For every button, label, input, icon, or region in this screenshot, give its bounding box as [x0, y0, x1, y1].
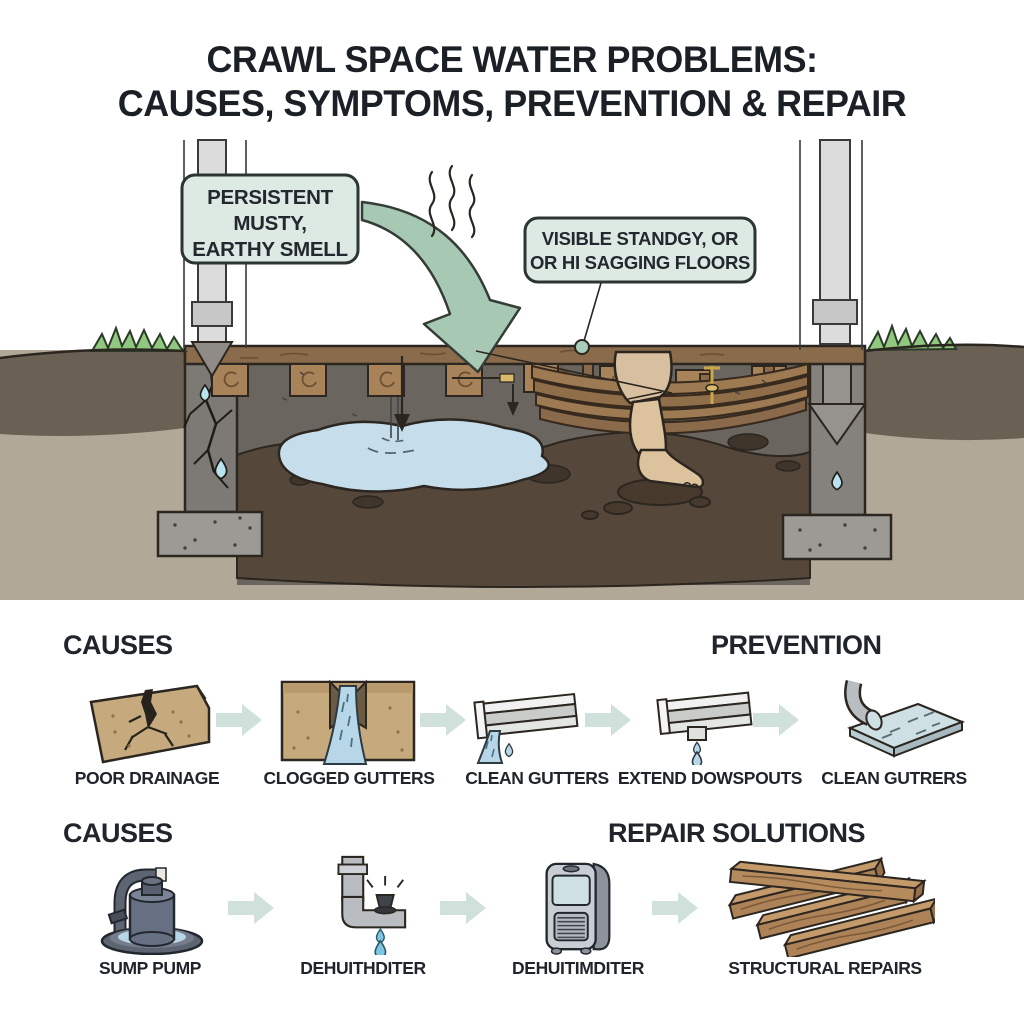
leader-line	[475, 282, 673, 394]
footing-left	[156, 510, 264, 558]
water-drop-icon	[831, 470, 843, 491]
downspout-splash-block-icon	[844, 679, 965, 758]
callout-smell-line2: MUSTY,	[233, 212, 306, 235]
footing-right	[781, 513, 893, 561]
overflowing-channel-icon	[280, 679, 416, 765]
page-title: CRAWL SPACE WATER PROBLEMS: CAUSES, SYMP…	[15, 38, 1008, 126]
callout-floors-line1: VISIBLE STANDGY, OR	[542, 228, 738, 249]
flow-arrow-icon	[216, 704, 262, 736]
water-puddle	[277, 372, 550, 493]
smell-squiggles-icon	[428, 164, 476, 239]
flow-arrow-icon	[652, 892, 698, 924]
row2-label-sump-pump: SUMP PUMP	[98, 958, 202, 978]
row2-label-leaky-pipe: DEHUITHDITER	[300, 958, 426, 978]
flow-arrow-icon	[585, 704, 631, 736]
leaky-pipe-icon	[337, 855, 407, 955]
foot	[636, 448, 705, 489]
gutter-dripping-icon	[656, 691, 753, 765]
row1-label-clean-gutrers: CLEAN GUTRERS	[821, 768, 967, 788]
callout-floors-line2: OR HI SAGGING FLOORS	[530, 252, 750, 273]
lumber-joists-icon	[727, 856, 935, 957]
green-curved-arrow-icon	[360, 200, 522, 374]
dehumidifier-icon	[545, 862, 611, 955]
heading-causes-top: CAUSES	[63, 630, 173, 660]
page-title-line2: CAUSES, SYMPTOMS, PREVENTION & REPAIR	[117, 83, 907, 124]
row1-label-poor-drainage: POOR DRAINAGE	[74, 768, 220, 788]
row2-label-structural-repairs: STRUCTURAL REPAIRS	[728, 958, 922, 978]
callout-smell: PERSISTENT MUSTY, EARTHY SMELL	[180, 173, 360, 265]
row1-label-clogged-gutters: CLOGGED GUTTERS	[263, 768, 435, 788]
flow-arrow-icon	[753, 704, 799, 736]
flow-arrow-icon	[228, 892, 274, 924]
water-drop-icon	[214, 457, 228, 480]
heading-repair: REPAIR SOLUTIONS	[608, 818, 866, 848]
cracked-soil-block-icon	[89, 684, 211, 764]
heading-prevention: PREVENTION	[711, 630, 882, 660]
callout-floors: VISIBLE STANDGY, OR OR HI SAGGING FLOORS	[523, 216, 757, 284]
gutter-pouring-icon	[473, 692, 579, 764]
page-title-line1: CRAWL SPACE WATER PROBLEMS:	[206, 39, 818, 80]
row1-label-extend-dowspouts: EXTEND DOWSPOUTS	[617, 768, 803, 788]
flow-arrow-icon	[440, 892, 486, 924]
row1-label-clean-gutters: CLEAN GUTTERS	[465, 768, 609, 788]
callout-smell-line1: PERSISTENT	[207, 186, 333, 209]
foundation-pier-right	[781, 348, 893, 561]
row2-label-dehumidifier: DEHUITIMDITER	[512, 958, 644, 978]
grass-tufts	[0, 323, 1024, 360]
seepage-arrows	[281, 356, 767, 432]
heading-causes-bottom: CAUSES	[63, 818, 173, 848]
leader-dot-icon	[574, 339, 590, 355]
water-drop-icon	[199, 383, 211, 402]
callout-smell-line3: EARTHY SMELL	[192, 238, 347, 261]
flow-arrow-icon	[420, 704, 466, 736]
sump-pump-icon	[100, 867, 204, 955]
